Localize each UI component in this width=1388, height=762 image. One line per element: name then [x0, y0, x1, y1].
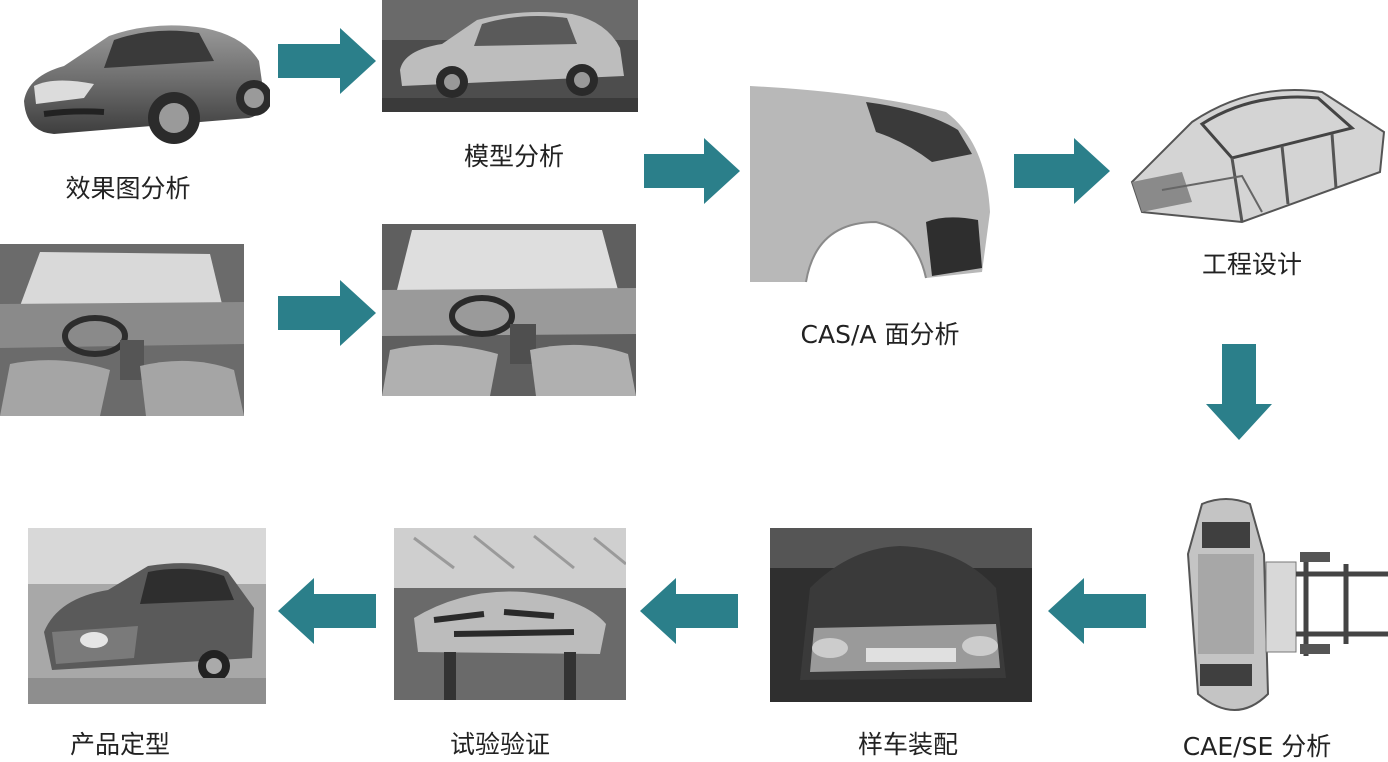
- flow-arrow-left: [640, 578, 738, 644]
- cas-surface-image: [746, 82, 996, 286]
- model-exterior-photo: [382, 0, 638, 112]
- test-validation-photo: [394, 528, 626, 700]
- prototype-assembly-label: 样车装配: [857, 730, 959, 759]
- test-validation-label: 试验验证: [449, 730, 551, 759]
- engineering-design-label: 工程设计: [1201, 250, 1303, 279]
- rendering-analysis-label: 效果图分析: [65, 174, 191, 203]
- cae-analysis-label: CAE/SE 分析: [1182, 732, 1332, 761]
- flow-arrow-right: [278, 28, 376, 94]
- flow-arrow-left: [278, 578, 376, 644]
- product-finalization-label: 产品定型: [69, 730, 171, 759]
- cae-analysis-image: [1176, 494, 1388, 726]
- cas-analysis-label: CAS/A 面分析: [800, 320, 960, 349]
- prototype-assembly-photo: [770, 528, 1032, 702]
- flow-arrow-right: [278, 280, 376, 346]
- flow-arrow-down: [1206, 344, 1272, 440]
- product-finalization-photo: [28, 528, 266, 704]
- body-in-white-image: [1122, 72, 1388, 232]
- flow-arrow-left: [1048, 578, 1146, 644]
- rendering-exterior-image: [14, 6, 270, 156]
- flow-arrow-right: [1014, 138, 1110, 204]
- rendering-interior-image: [0, 244, 244, 416]
- model-analysis-label: 模型分析: [463, 142, 565, 171]
- model-interior-photo: [382, 224, 636, 396]
- flow-arrow-right: [644, 138, 740, 204]
